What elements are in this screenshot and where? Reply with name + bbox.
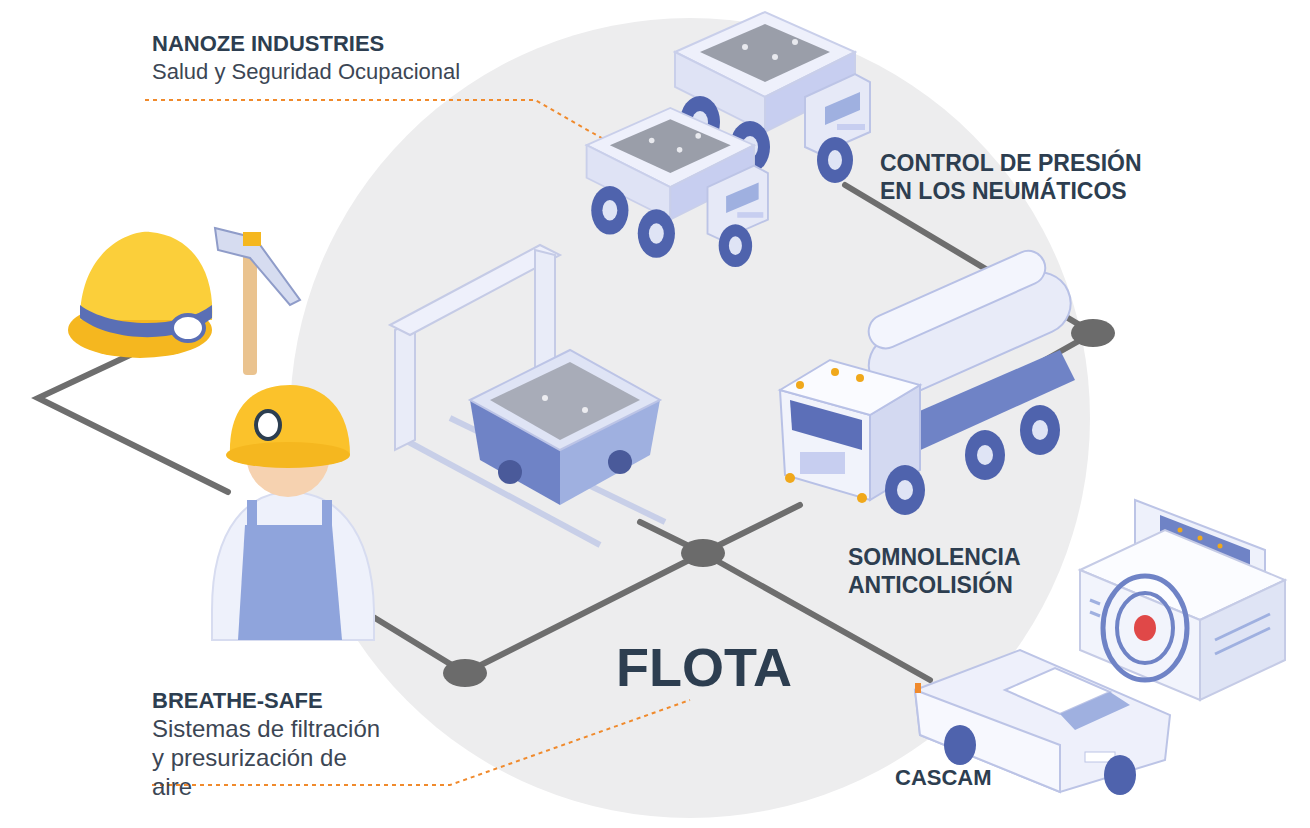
pickup-truck-part bbox=[1104, 755, 1136, 795]
tanker-truck-part bbox=[965, 430, 1005, 480]
tanker-truck-part bbox=[1020, 405, 1060, 455]
mine-cart-part bbox=[395, 320, 415, 450]
tanker-truck-part bbox=[796, 381, 804, 389]
radar-device-part bbox=[1178, 528, 1183, 533]
tanker-truck-part bbox=[856, 374, 864, 382]
radar-device-part bbox=[1198, 536, 1203, 541]
radar-device-part bbox=[1090, 600, 1100, 604]
pickaxe-icon-part bbox=[215, 228, 300, 305]
network-dots bbox=[443, 319, 1115, 687]
mine-cart-part bbox=[498, 460, 522, 484]
network-lines bbox=[38, 185, 1093, 680]
mine-cart-part bbox=[582, 407, 588, 413]
leader-lines-part bbox=[145, 100, 605, 140]
tanker-truck-part bbox=[1032, 420, 1048, 440]
worker-icon-part bbox=[247, 500, 257, 530]
callout-label: Sistemas de filtración y presurización d… bbox=[152, 715, 392, 801]
radar-device-part bbox=[1080, 570, 1200, 700]
radar-device-part bbox=[1117, 593, 1173, 663]
worker-icon-part bbox=[256, 411, 280, 439]
mine-cart-part bbox=[490, 362, 640, 440]
tanker-truck-part bbox=[885, 465, 925, 515]
radar-device-part bbox=[1215, 614, 1270, 640]
radar-device-part bbox=[1103, 576, 1187, 680]
helmet-icon bbox=[68, 232, 212, 358]
radar-device-part bbox=[1215, 628, 1270, 654]
tanker-truck-part bbox=[831, 368, 839, 376]
mine-cart-part bbox=[542, 395, 548, 401]
network-dots-part bbox=[1071, 319, 1115, 347]
mine-cart bbox=[390, 245, 665, 545]
pickaxe-icon-part bbox=[243, 232, 261, 246]
worker-icon-part bbox=[212, 492, 374, 640]
worker-icon-part bbox=[238, 525, 342, 640]
worker-icon bbox=[212, 385, 374, 640]
network-lines-part bbox=[370, 505, 800, 673]
radar-device-part bbox=[1134, 615, 1156, 641]
helmet-icon-part bbox=[172, 315, 204, 341]
tanker-truck-part bbox=[785, 473, 795, 483]
network-lines-part bbox=[38, 355, 228, 492]
dump-trucks bbox=[587, 12, 870, 267]
network-dots-part bbox=[681, 539, 725, 567]
network-dots-part bbox=[443, 659, 487, 687]
mine-cart-part bbox=[470, 350, 660, 450]
radar-device bbox=[1080, 500, 1285, 700]
helmet-icon-part bbox=[80, 232, 212, 320]
leader-lines-part bbox=[152, 700, 690, 785]
pickup-truck-part bbox=[1060, 692, 1130, 730]
radar-device-part bbox=[1090, 612, 1100, 616]
worker-icon-part bbox=[226, 442, 350, 468]
pickup-truck-part bbox=[944, 725, 976, 765]
tanker-truck-part bbox=[977, 445, 993, 465]
worker-icon-part bbox=[322, 500, 332, 530]
tanker-truck-part bbox=[800, 452, 845, 474]
tanker-truck-part bbox=[857, 493, 867, 503]
tanker-truck-part bbox=[897, 480, 913, 500]
pickup-truck bbox=[915, 650, 1170, 795]
tanker-truck-part-part bbox=[863, 245, 1050, 353]
tanker-truck-part bbox=[790, 400, 862, 450]
radar-device-part bbox=[1218, 544, 1223, 549]
dump-trucks-part bbox=[587, 108, 768, 267]
pickup-truck-part bbox=[915, 683, 921, 693]
network-lines-part bbox=[703, 553, 930, 680]
callout-label: NANOZE INDUSTRIES bbox=[152, 31, 552, 57]
radar-device-part bbox=[1200, 580, 1285, 700]
mine-cart-part bbox=[608, 450, 632, 474]
tanker-truck bbox=[780, 241, 1081, 515]
pickaxe-icon bbox=[215, 228, 300, 375]
